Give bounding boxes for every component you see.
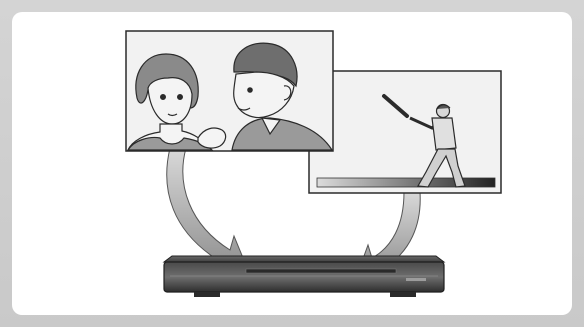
playback-bar xyxy=(317,178,495,187)
drama-tv-screen xyxy=(126,31,333,151)
sports-tv-screen xyxy=(309,71,501,193)
disc-tray xyxy=(246,269,396,273)
recorder-device xyxy=(164,256,444,297)
